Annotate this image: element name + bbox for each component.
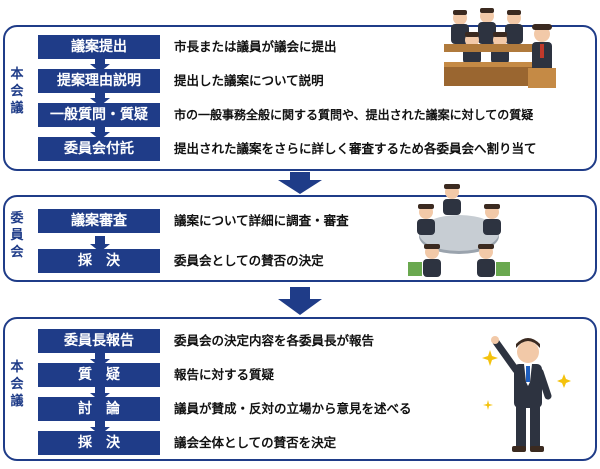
committee-meeting-illustration bbox=[408, 184, 510, 277]
step-committee-referral: 委員会付託 bbox=[38, 137, 160, 161]
step-bill-submission: 議案提出 bbox=[38, 35, 160, 59]
section-label-char: 会 bbox=[10, 84, 24, 99]
step-desc: 議案について詳細に調査・審査 bbox=[174, 213, 349, 228]
step-desc: 議員が賛成・反対の立場から意見を述べる bbox=[174, 401, 412, 416]
flow-arrow bbox=[90, 56, 110, 72]
section-label-plenary-1: 本 会 議 bbox=[6, 66, 28, 117]
step-desc: 市の一般事務全般に関する質問や、提出された議案に対しての質疑 bbox=[174, 108, 534, 122]
flow-arrows-section-1 bbox=[90, 56, 110, 140]
down-arrow-to-committee bbox=[278, 172, 322, 194]
presenter-illustration bbox=[482, 336, 571, 452]
step-proposal-explanation: 提案理由説明 bbox=[38, 69, 160, 93]
down-arrow-shape bbox=[278, 172, 322, 194]
down-arrow-shape bbox=[278, 287, 322, 315]
assembly-members-illustration bbox=[444, 8, 556, 88]
step-desc: 委員会としての賛否の決定 bbox=[174, 253, 324, 268]
sparkle-icon bbox=[482, 350, 571, 410]
step-debate: 討論 bbox=[38, 397, 160, 421]
section-label-char: 委 bbox=[10, 211, 24, 226]
flow-arrows-section-2 bbox=[90, 236, 110, 252]
step-plenary-vote: 採決 bbox=[38, 431, 160, 455]
step-desc: 提出した議案について説明 bbox=[174, 73, 324, 88]
flow-arrow bbox=[90, 236, 110, 252]
step-report-questions: 質疑 bbox=[38, 363, 160, 387]
step-general-questions: 一般質問・質疑 bbox=[38, 103, 160, 127]
section-label-char: 議 bbox=[10, 394, 24, 409]
step-desc: 議会全体としての賛否を決定 bbox=[174, 435, 337, 450]
section-label-char: 議 bbox=[10, 101, 24, 116]
flow-arrow bbox=[90, 124, 110, 140]
step-bill-review: 議案審査 bbox=[38, 209, 160, 233]
section-label-char: 会 bbox=[10, 245, 24, 260]
section-label-char: 員 bbox=[10, 228, 24, 243]
flow-arrow bbox=[90, 90, 110, 106]
step-chair-report: 委員長報告 bbox=[38, 329, 160, 353]
step-desc: 提出された議案をさらに詳しく審査するため各委員会へ割り当て bbox=[174, 141, 537, 156]
step-desc: 市長または議員が議会に提出 bbox=[174, 39, 337, 54]
step-desc: 委員会の決定内容を各委員長が報告 bbox=[174, 333, 375, 348]
down-arrow-to-plenary bbox=[278, 287, 322, 315]
section-label-char: 本 bbox=[10, 67, 24, 82]
section-label-plenary-2: 本 会 議 bbox=[6, 359, 28, 410]
section-label-committee: 委 員 会 bbox=[6, 210, 28, 261]
step-desc: 報告に対する質疑 bbox=[174, 367, 275, 382]
step-committee-vote: 採決 bbox=[38, 249, 160, 273]
section-label-char: 本 bbox=[10, 360, 24, 375]
section-label-char: 会 bbox=[10, 377, 24, 392]
